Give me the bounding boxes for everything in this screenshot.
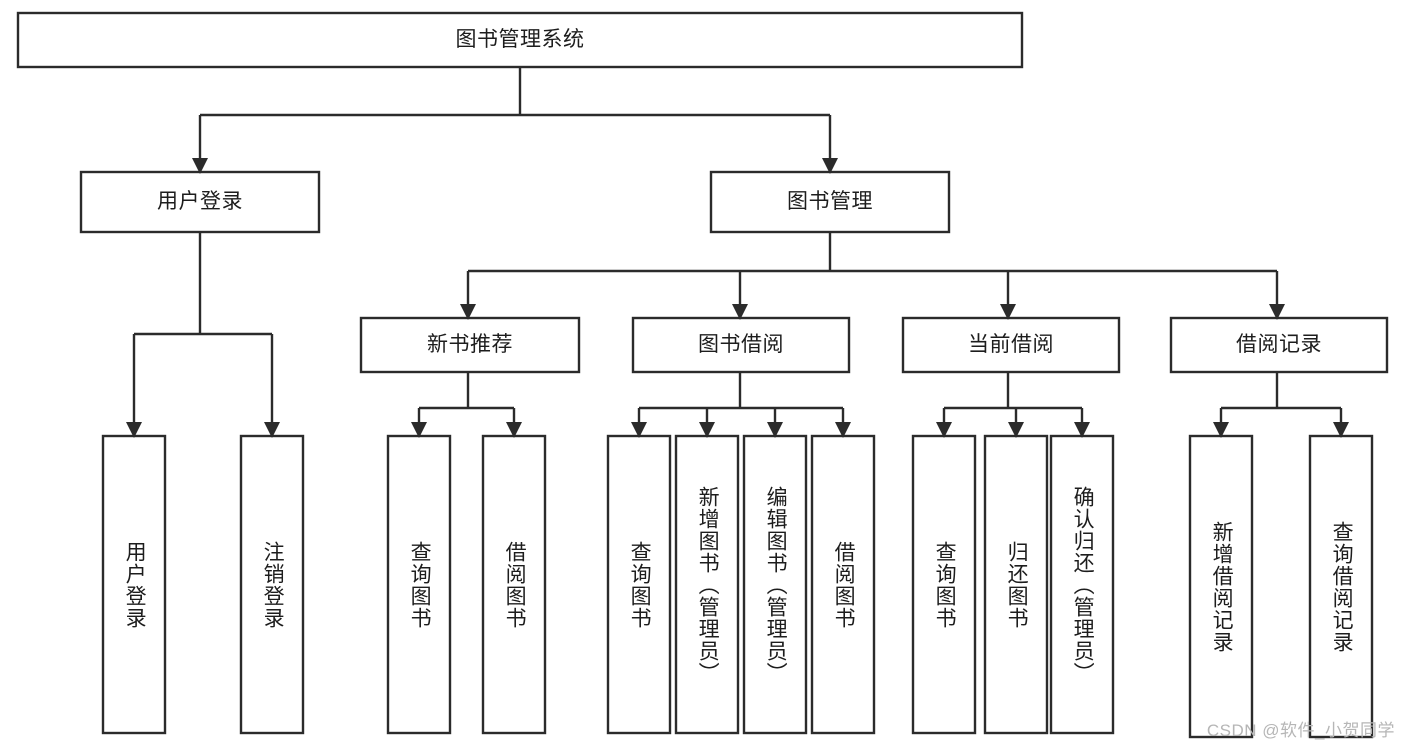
arrow-head-leaf-query-book-1 (411, 422, 427, 438)
arrow-head-leaf-return-book (1008, 422, 1024, 438)
arrow-head-leaf-add-record (1213, 422, 1229, 438)
node-box-root[interactable] (16, 11, 1024, 69)
node-box-leaf-add-record[interactable] (1188, 434, 1254, 739)
arrow-head-leaf-query-book-3 (936, 422, 952, 438)
node-box-book-borrow[interactable] (631, 316, 851, 374)
node-box-leaf-add-book[interactable] (674, 434, 740, 735)
arrow-head-leaf-query-record (1333, 422, 1349, 438)
arrow-head-user-login (192, 158, 208, 174)
node-box-leaf-return-book[interactable] (983, 434, 1049, 735)
arrow-head-current-borrow (1000, 304, 1016, 320)
arrow-head-leaf-user-login (126, 422, 142, 438)
arrow-head-new-book-recommend (460, 304, 476, 320)
node-box-user-login[interactable] (79, 170, 321, 234)
arrow-head-leaf-query-book-2 (631, 422, 647, 438)
node-box-leaf-borrow-book-2[interactable] (810, 434, 876, 735)
arrow-head-book-manage (822, 158, 838, 174)
node-box-leaf-query-record[interactable] (1308, 434, 1374, 739)
node-box-borrow-record[interactable] (1169, 316, 1389, 374)
node-box-leaf-user-login[interactable] (101, 434, 167, 735)
node-box-leaf-edit-book[interactable] (742, 434, 808, 735)
arrow-head-leaf-borrow-book-1 (506, 422, 522, 438)
node-box-leaf-query-book-3[interactable] (911, 434, 977, 735)
arrow-head-leaf-confirm-return (1074, 422, 1090, 438)
arrow-head-book-borrow (732, 304, 748, 320)
node-box-leaf-query-book-1[interactable] (386, 434, 452, 735)
arrow-head-leaf-logout-login (264, 422, 280, 438)
arrow-head-leaf-add-book (699, 422, 715, 438)
arrow-head-leaf-borrow-book-2 (835, 422, 851, 438)
arrow-head-borrow-record (1269, 304, 1285, 320)
node-box-leaf-logout-login[interactable] (239, 434, 305, 735)
node-box-new-book-recommend[interactable] (359, 316, 581, 374)
node-box-leaf-query-book-2[interactable] (606, 434, 672, 735)
node-box-book-manage[interactable] (709, 170, 951, 234)
node-box-leaf-borrow-book-1[interactable] (481, 434, 547, 735)
watermark-text: CSDN @软件_小贺同学 (1206, 721, 1395, 740)
node-box-current-borrow[interactable] (901, 316, 1121, 374)
arrow-head-leaf-edit-book (767, 422, 783, 438)
node-box-leaf-confirm-return[interactable] (1049, 434, 1115, 735)
